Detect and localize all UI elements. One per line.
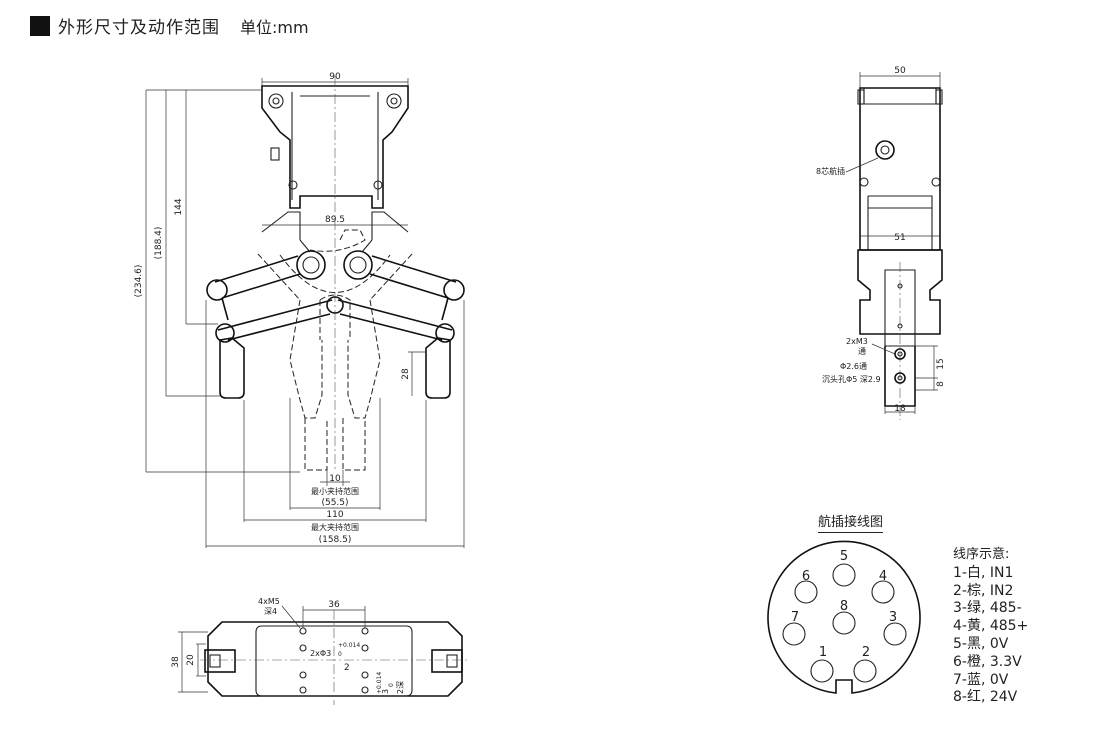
max-range-label: 最大夹持范围 <box>311 522 359 532</box>
pin-6-label: 6 <box>802 569 810 584</box>
side-view: 50 51 8芯航插 2xM3 通 Φ2.6通 沉头孔Φ5 深2.9 15 8 … <box>816 66 946 420</box>
pin-7-label: 7 <box>791 610 799 625</box>
pin-5 <box>832 563 856 587</box>
wire-legend-item: 1-白, IN1 <box>953 564 1014 581</box>
side-dim-51: 51 <box>894 233 905 243</box>
wire-legend-item: 4-黄, 485+ <box>953 618 1029 635</box>
slot-depth: 2深 <box>396 681 405 694</box>
dim-110: 110 <box>326 510 343 520</box>
pin-4 <box>871 580 895 604</box>
side-dim-15: 15 <box>936 358 946 369</box>
pin-2-label: 2 <box>862 645 870 660</box>
wire-legend-item: 5-黑, 0V <box>953 635 1009 652</box>
pin-2 <box>853 659 877 683</box>
pin-7 <box>782 622 806 646</box>
bottom-dim-36: 36 <box>328 600 340 610</box>
heading-square-icon <box>30 15 50 36</box>
front-view: 90 89.5 <box>134 72 465 548</box>
wiring-title: 航插接线图 <box>818 511 884 533</box>
pin-1-label: 1 <box>819 645 827 660</box>
dim-188-4: (188.4) <box>154 227 164 260</box>
bottom-thread-depth: 深4 <box>264 607 277 616</box>
wire-legend-item: 7-蓝, 0V <box>953 671 1009 688</box>
unit-label: 单位:mm <box>240 17 309 37</box>
slot-tol-upper: +0.014 <box>376 672 383 694</box>
wire-legend-item: 2-棕, IN2 <box>953 582 1014 599</box>
hole-label: Φ2.6通 <box>840 361 867 371</box>
pin-5-label: 5 <box>840 549 848 564</box>
pin-tol-upper: +0.014 <box>338 642 360 649</box>
pin-8 <box>832 611 856 635</box>
slot-tol-lower: 0 <box>388 683 395 687</box>
bottom-dim-2: 2 <box>344 663 350 673</box>
pin-3 <box>883 622 907 646</box>
pin-1 <box>810 659 834 683</box>
pin-8-label: 8 <box>840 599 848 614</box>
pin-tol-lower: 0 <box>338 651 342 658</box>
bottom-thread-label: 4xM5 <box>258 597 280 606</box>
page-title: 外形尺寸及动作范围 <box>58 18 220 38</box>
dim-144: 144 <box>174 198 184 215</box>
bottom-dim-38: 38 <box>171 656 181 668</box>
bottom-dim-20: 20 <box>186 654 196 666</box>
connector-label: 8芯航插 <box>816 166 845 176</box>
dim-158-5: (158.5) <box>319 535 352 545</box>
connector-diagram: 5 4 3 2 1 7 6 8 <box>767 540 921 694</box>
dim-28: 28 <box>401 368 411 380</box>
min-range-label: 最小夹持范围 <box>311 486 359 496</box>
wire-legend-item: 3-绿, 485- <box>953 600 1022 617</box>
side-dim-8: 8 <box>936 381 946 387</box>
thread-through: 通 <box>858 346 866 356</box>
counterbore-label: 沉头孔Φ5 深2.9 <box>822 374 881 384</box>
wire-legend: 线序示意: 1-白, IN1 2-棕, IN2 3-绿, 485- 4-黄, 4… <box>953 546 1028 707</box>
wire-legend-item: 6-橙, 3.3V <box>953 653 1022 670</box>
side-dim-18: 18 <box>894 404 906 414</box>
wire-legend-title: 线序示意: <box>953 547 1010 562</box>
dim-89-5: 89.5 <box>325 215 345 225</box>
pin-label: 2xΦ3 <box>310 649 331 658</box>
dim-10: 10 <box>329 474 341 484</box>
slot-label: 3 <box>381 689 390 694</box>
bottom-view: 36 4xM5 深4 38 20 2xΦ3 +0.014 0 2 3 +0.01… <box>171 597 470 705</box>
pin-3-label: 3 <box>889 610 897 625</box>
dim-234-6: (234.6) <box>134 265 144 298</box>
page-heading: 外形尺寸及动作范围 单位:mm <box>30 13 309 38</box>
thread-label: 2xM3 <box>846 337 868 346</box>
pin-6 <box>794 580 818 604</box>
side-dim-50: 50 <box>894 66 906 76</box>
wire-legend-item: 8-红, 24V <box>953 689 1018 706</box>
dim-55-5: (55.5) <box>321 498 348 508</box>
pin-4-label: 4 <box>879 569 887 584</box>
